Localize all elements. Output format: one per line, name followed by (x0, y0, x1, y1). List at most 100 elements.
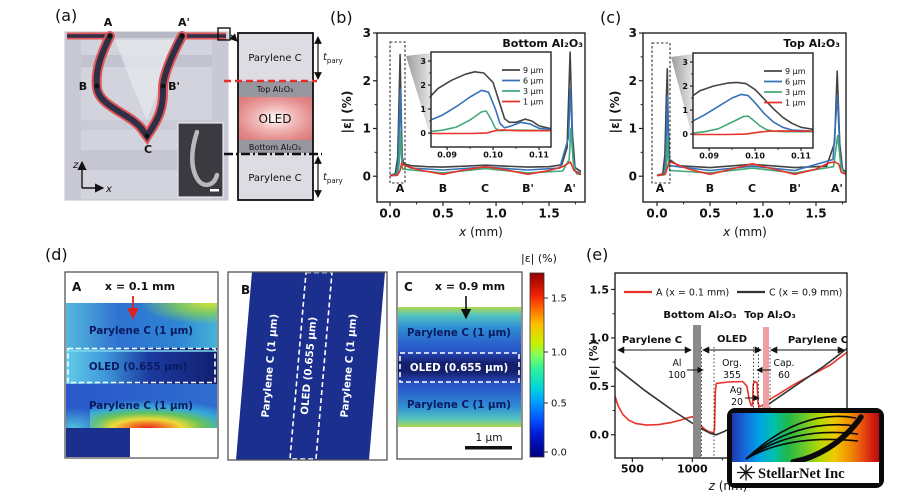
series-group (693, 81, 813, 136)
panel-b-label: (b) (330, 8, 353, 27)
stack-bottom-al2o3-label: Bottom Al₂O₃ (249, 143, 301, 152)
legend-label: 3 μm (785, 88, 806, 97)
stack-oled-label: OLED (259, 112, 292, 126)
stellarnet-logo: StellarNet Inc (727, 408, 884, 488)
map-b-frame (227, 271, 388, 461)
bottom-al2o3-label: Bottom Al₂O₃ (663, 310, 736, 321)
zoom-wedge-b (406, 53, 431, 138)
photo-band (65, 32, 228, 38)
c-xaxis-title: x (mm) (722, 225, 767, 239)
top-al2o3-label: Top Al₂O₃ (744, 310, 795, 321)
top-al2o3-bar (763, 327, 769, 415)
legend-label: 1 μm (785, 99, 806, 108)
point-A2-label: A' (178, 16, 190, 29)
b-xaxis-title: x (mm) (458, 225, 503, 239)
sem-hook-shape (190, 129, 220, 188)
strainmap-C: C x = 0.9 mm Parylene C (1 μm) OLED (0.6… (396, 271, 523, 460)
series-line (693, 130, 813, 136)
t-pary-top-label: tpary (323, 52, 343, 65)
panel-a-label: (a) (55, 6, 77, 25)
org-thickness: 355 (723, 370, 741, 381)
tick-label: 2 (629, 74, 637, 88)
series-line (389, 87, 582, 177)
stack-top-al2o3-label: Top Al₂O₃ (256, 85, 293, 94)
tick-label: 2 (363, 74, 371, 88)
point-B-dot (94, 83, 100, 89)
series-line (693, 93, 813, 132)
map-c-parylene-bottom (398, 382, 521, 427)
al-thickness: 100 (668, 370, 686, 381)
al-label: Al (673, 358, 682, 369)
point-B2-dot (160, 83, 166, 89)
tick-label: 1 (629, 122, 637, 136)
ag-thickness: 20 (731, 397, 743, 408)
device-photo: A A' B B' C z x (64, 16, 238, 201)
layer-parylene-bottom (238, 153, 313, 200)
series-line (431, 89, 551, 131)
marker-label: C (748, 182, 756, 195)
zoom-region-arrow (229, 33, 238, 42)
legend-label: 3 μm (523, 87, 544, 96)
series-line (615, 347, 847, 436)
tick-label: 3 (629, 26, 637, 40)
c-yaxis-title: |ε| (%) (608, 91, 622, 134)
plot-b-title: Bottom Al₂O₃ (502, 37, 583, 50)
x-axis-label: x (105, 184, 112, 195)
legend-c: 9 μm 6 μm 3 μm 1 μm (764, 67, 806, 108)
t-pary-bottom-label: tpary (323, 172, 343, 185)
tick-label: 1 (682, 106, 688, 115)
sem-image (177, 122, 224, 198)
series-line (431, 129, 551, 135)
series-line (389, 161, 582, 177)
map-a-cyan-glow (66, 405, 106, 428)
legend-label: C (x = 0.9 mm) (769, 288, 842, 299)
point-C-label: C (144, 143, 152, 156)
z-axis-label: z (72, 160, 79, 171)
plot-c-title: Top Al₂O₃ (783, 37, 840, 50)
photo-band (65, 32, 81, 200)
tick-label: 0.10 (745, 152, 765, 161)
panel-a: (a) A A' B B' C (55, 6, 343, 201)
sem-inset (177, 122, 224, 198)
org-label: Org. (722, 358, 742, 369)
map-a-layer-bottom-label: Parylene C (1 μm) (89, 400, 193, 412)
tick-label: 1000 (677, 462, 708, 475)
series-group (656, 68, 846, 177)
spike-zoom-box-b (389, 41, 406, 184)
position-markers-b: A B C B' A' (396, 182, 576, 195)
colorbar-tick-label: 0.0 (551, 448, 567, 459)
layer-bottom-al2o3 (238, 140, 313, 153)
map-a-corner-glow (66, 303, 217, 348)
map-b-tag: B (241, 283, 250, 297)
map-c-layer-mid-label: OLED (0.655 μm) (410, 362, 508, 374)
plot-frame (642, 32, 847, 203)
map-a-frame (64, 271, 219, 459)
tick-label: 1.0 (590, 332, 610, 345)
tick-label: 3 (363, 26, 371, 40)
tick-label: 0.0 (379, 206, 400, 220)
tick-label: 1 (420, 105, 426, 114)
panel-d-label: (d) (45, 245, 68, 264)
marker-label: A' (564, 182, 576, 195)
spike-zoom-box-c (651, 42, 671, 184)
map-a-layer-top-label: Parylene C (1 μm) (89, 325, 193, 337)
map-c-frame (396, 271, 523, 460)
map-a-position-note: x = 0.1 mm (105, 280, 175, 293)
stack-border (237, 32, 314, 201)
legend-label: 9 μm (523, 66, 544, 75)
series-group (431, 71, 551, 135)
layer-stack: Parylene C Top Al₂O₃ OLED Bottom Al₂O₃ P… (224, 32, 343, 201)
stack-parylene-top-label: Parylene C (248, 53, 301, 64)
tick-label: 0 (363, 169, 371, 183)
zoom-wedge-c (671, 54, 693, 139)
tick-label: 0 (629, 169, 637, 183)
tick-label: 1.0 (485, 206, 506, 220)
marker-label: C (481, 182, 489, 195)
